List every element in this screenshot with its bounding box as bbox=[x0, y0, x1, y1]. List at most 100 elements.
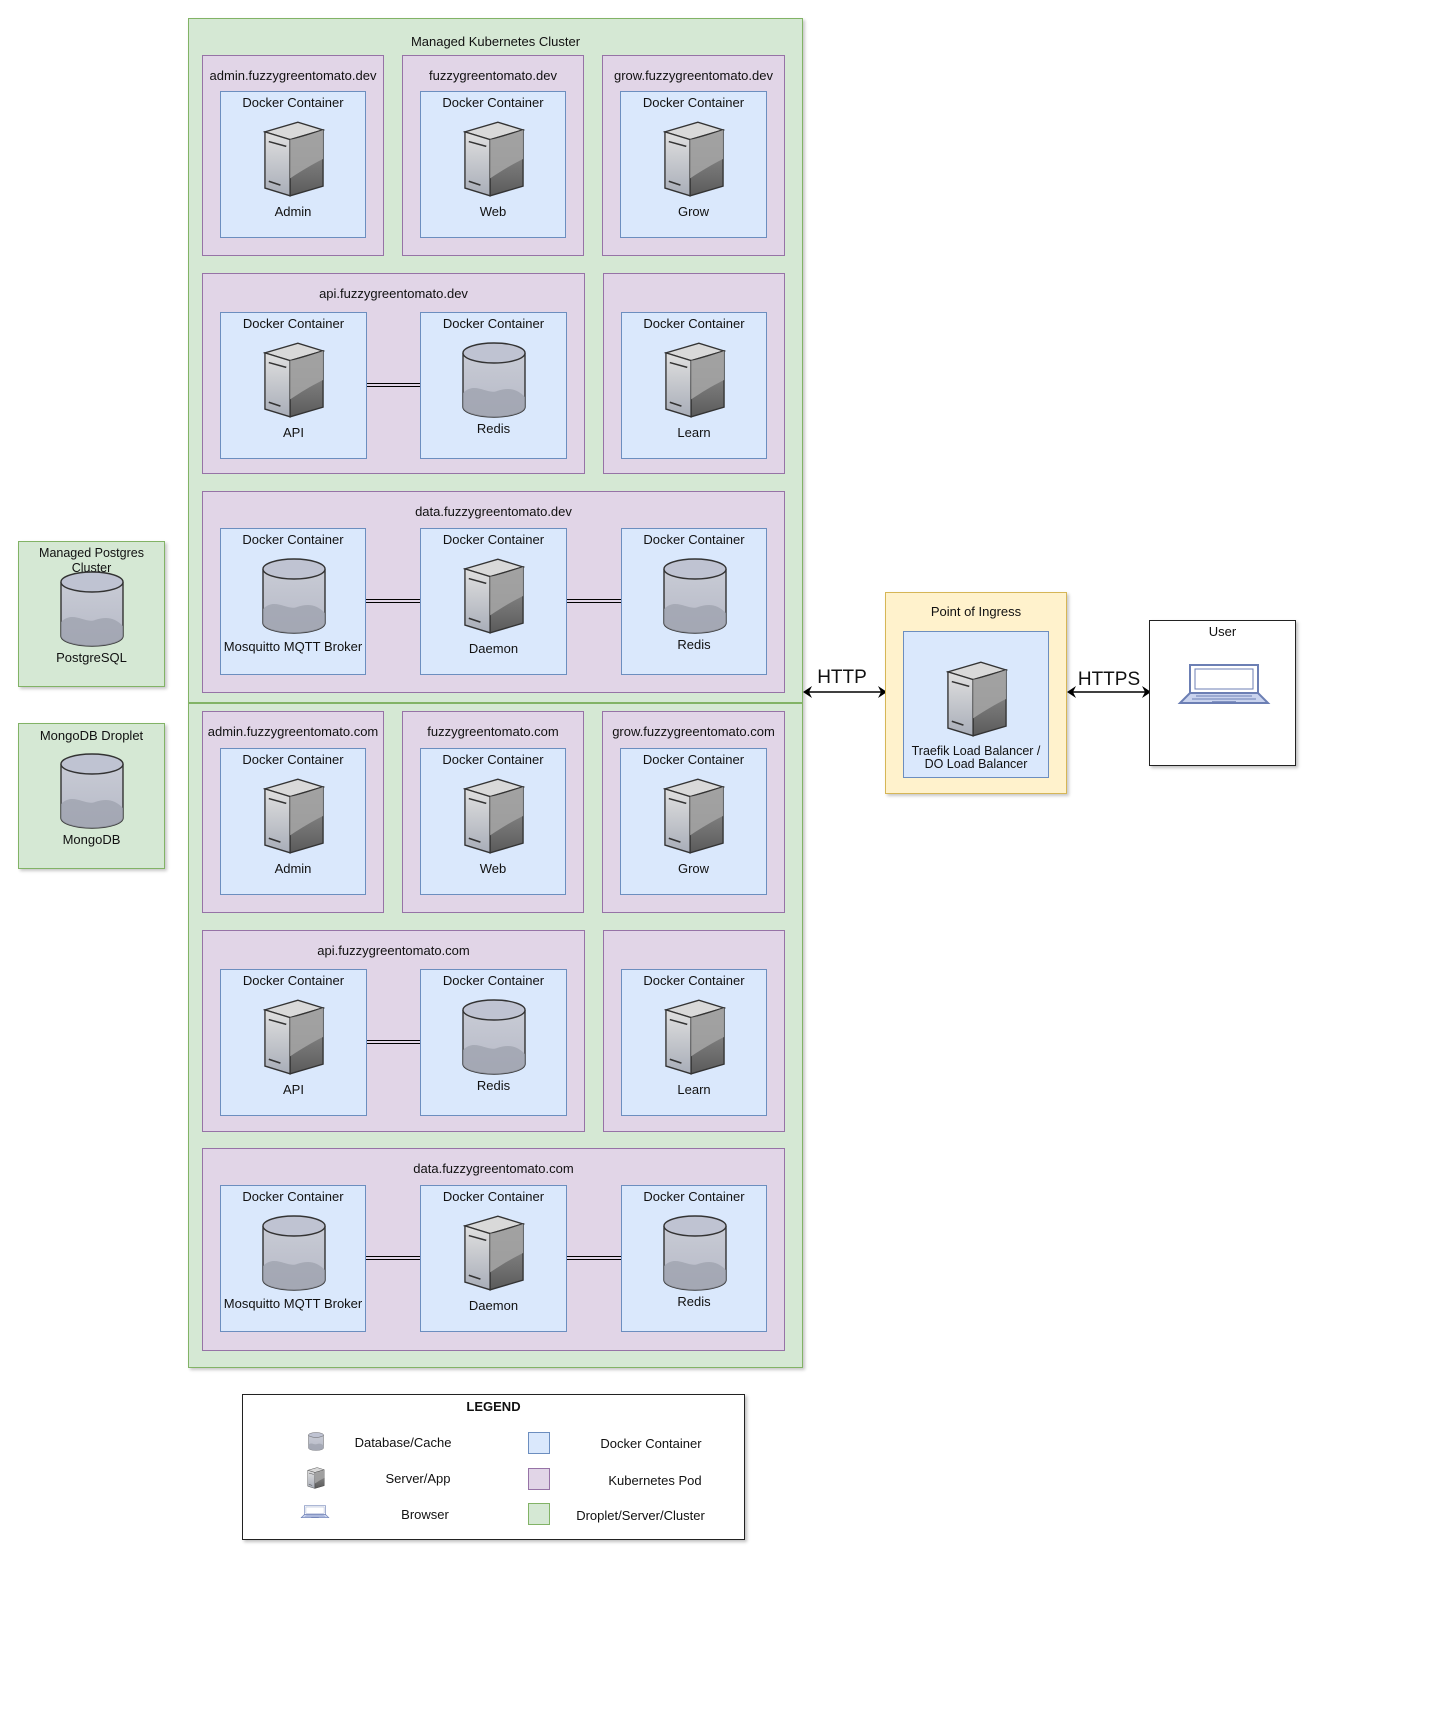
app-label: Redis bbox=[677, 1294, 711, 1309]
docker-container-label: Docker Container bbox=[442, 973, 545, 988]
connector-line bbox=[367, 383, 420, 387]
legend-pod-label: Kubernetes Pod bbox=[608, 1473, 702, 1488]
user-box: User bbox=[1149, 620, 1296, 766]
docker-container-label: Docker Container bbox=[642, 95, 745, 110]
pod-title: api.fuzzygreentomato.dev bbox=[319, 286, 468, 301]
pod-title: data.fuzzygreentomato.com bbox=[413, 1161, 574, 1176]
app-label: Admin bbox=[274, 861, 312, 876]
server-icon bbox=[263, 341, 325, 419]
user-title: User bbox=[1208, 624, 1237, 639]
docker-container-label: Docker Container bbox=[442, 316, 545, 331]
legend-browser-label: Browser bbox=[401, 1507, 449, 1522]
app-label: Web bbox=[479, 861, 507, 876]
docker-container: Docker Container Mosquitto MQTT Broker bbox=[220, 528, 366, 675]
connector-line bbox=[366, 599, 420, 603]
mongodb-db-label: MongoDB bbox=[62, 832, 121, 847]
app-label: Daemon bbox=[468, 641, 519, 656]
docker-container-label: Docker Container bbox=[442, 95, 544, 110]
laptop-icon bbox=[1176, 663, 1272, 707]
app-label: API bbox=[283, 1082, 304, 1097]
server-icon bbox=[664, 341, 726, 419]
server-icon bbox=[663, 777, 725, 855]
pod-title: admin.fuzzygreentomato.dev bbox=[209, 68, 377, 83]
docker-container: Docker Container Learn bbox=[621, 312, 767, 459]
docker-container: Docker Container Mosquitto MQTT Broker bbox=[220, 1185, 366, 1332]
docker-container: Docker Container Redis bbox=[420, 312, 567, 459]
connector-line bbox=[567, 1256, 621, 1260]
pod-title: fuzzygreentomato.dev bbox=[429, 68, 557, 83]
docker-container: Docker Container Grow bbox=[620, 748, 767, 895]
app-label: Grow bbox=[677, 861, 710, 876]
legend-droplet-swatch bbox=[528, 1503, 550, 1525]
docker-container: Docker Container Web bbox=[420, 91, 566, 238]
ingress-title: Point of Ingress bbox=[930, 604, 1022, 619]
server-icon bbox=[463, 557, 525, 635]
server-icon bbox=[463, 777, 525, 855]
docker-container-label: Docker Container bbox=[442, 1189, 545, 1204]
https-label: HTTPS bbox=[1077, 669, 1141, 690]
app-label: Web bbox=[479, 204, 507, 219]
docker-container: Docker Container Redis bbox=[621, 1185, 767, 1332]
app-label: Mosquitto MQTT Broker bbox=[223, 1296, 363, 1311]
environment-divider bbox=[189, 702, 802, 704]
docker-container: Docker Container API bbox=[220, 312, 367, 459]
docker-container-label: Docker Container bbox=[643, 532, 745, 547]
docker-container-label: Docker Container bbox=[242, 973, 345, 988]
pod-title: grow.fuzzygreentomato.com bbox=[612, 724, 775, 739]
app-label: Redis bbox=[677, 637, 711, 652]
app-label: Learn bbox=[677, 425, 711, 440]
mongodb-droplet: MongoDB Droplet MongoDB bbox=[18, 723, 165, 869]
docker-container: Docker Container API bbox=[220, 969, 367, 1116]
pod-title: data.fuzzygreentomato.dev bbox=[415, 504, 572, 519]
docker-container-label: Docker Container bbox=[643, 316, 745, 331]
postgres-cluster-title: Managed Postgres Cluster bbox=[39, 546, 144, 575]
app-label: Learn bbox=[677, 1082, 711, 1097]
laptop-icon bbox=[300, 1505, 330, 1519]
database-icon bbox=[461, 998, 527, 1076]
server-icon bbox=[463, 1214, 525, 1292]
server-icon bbox=[263, 777, 325, 855]
postgres-cluster: Managed Postgres Cluster PostgreSQL bbox=[18, 541, 165, 687]
pod-title: api.fuzzygreentomato.com bbox=[317, 943, 470, 958]
database-icon bbox=[461, 341, 527, 419]
docker-container: Docker Container Daemon bbox=[420, 528, 567, 675]
server-icon bbox=[463, 120, 525, 198]
postgres-db-label: PostgreSQL bbox=[56, 650, 127, 665]
docker-container: Docker Container Daemon bbox=[420, 1185, 567, 1332]
database-icon bbox=[662, 1214, 728, 1292]
docker-container-label: Docker Container bbox=[642, 752, 745, 767]
http-arrow bbox=[803, 686, 887, 698]
legend-docker-swatch bbox=[528, 1432, 550, 1454]
database-icon bbox=[308, 1432, 324, 1451]
legend-pod-swatch bbox=[528, 1468, 550, 1490]
docker-container-label: Docker Container bbox=[242, 532, 344, 547]
legend: LEGEND Database/Cache Server/App Browser… bbox=[242, 1394, 745, 1540]
docker-container: Docker Container Admin bbox=[220, 91, 366, 238]
docker-container-label: Docker Container bbox=[242, 752, 344, 767]
database-icon bbox=[261, 1214, 327, 1292]
legend-server-label: Server/App bbox=[385, 1471, 451, 1486]
docker-container-label: Docker Container bbox=[442, 752, 544, 767]
docker-container: Traefik Load Balancer / DO Load Balancer bbox=[903, 631, 1049, 778]
docker-container: Docker Container Redis bbox=[621, 528, 767, 675]
legend-title: LEGEND bbox=[466, 1399, 521, 1414]
docker-container-label: Docker Container bbox=[242, 95, 344, 110]
app-label: Admin bbox=[274, 204, 312, 219]
legend-docker-label: Docker Container bbox=[600, 1436, 702, 1451]
server-icon bbox=[946, 660, 1008, 738]
docker-container: Docker Container Learn bbox=[621, 969, 767, 1116]
connector-line bbox=[366, 1256, 420, 1260]
legend-database-label: Database/Cache bbox=[354, 1435, 452, 1450]
app-label: Redis bbox=[476, 1078, 511, 1093]
mongodb-droplet-title: MongoDB Droplet bbox=[39, 728, 144, 743]
docker-container-label: Docker Container bbox=[242, 1189, 344, 1204]
docker-container: Docker Container Redis bbox=[420, 969, 567, 1116]
server-icon bbox=[664, 998, 726, 1076]
app-label: API bbox=[283, 425, 304, 440]
server-icon bbox=[307, 1467, 325, 1489]
docker-container-label: Docker Container bbox=[442, 532, 545, 547]
load-balancer-label-line2: DO Load Balancer bbox=[924, 757, 1028, 771]
docker-container: Docker Container Admin bbox=[220, 748, 366, 895]
legend-droplet-label: Droplet/Server/Cluster bbox=[576, 1508, 705, 1523]
connector-line bbox=[567, 599, 621, 603]
